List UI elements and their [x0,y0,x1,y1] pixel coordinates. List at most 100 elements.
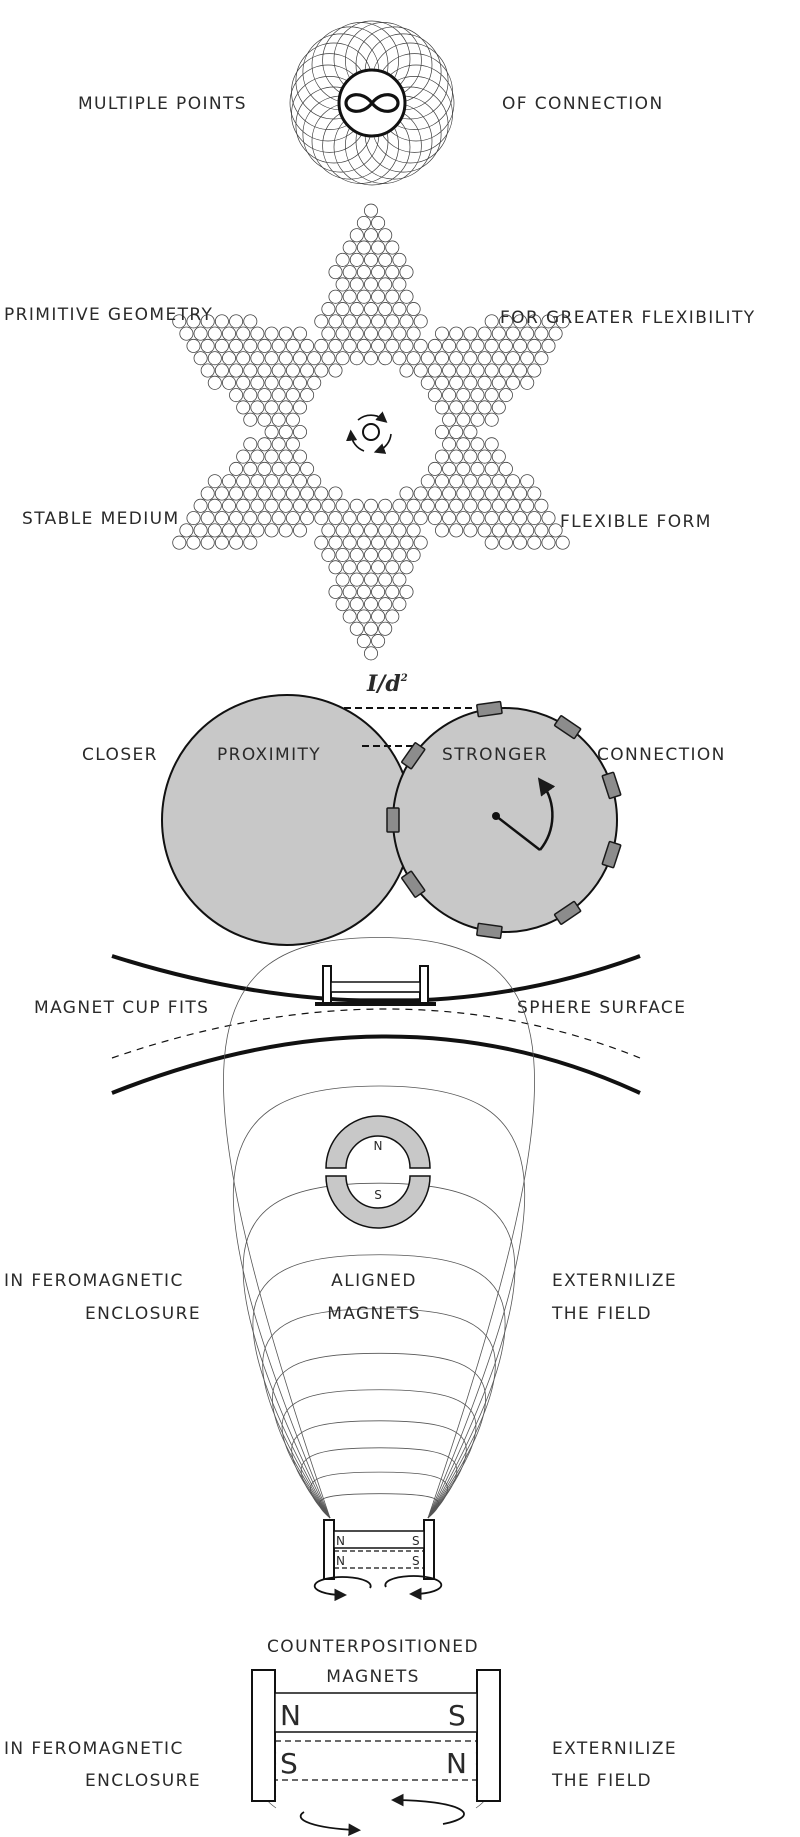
star-particle [442,412,457,427]
star-particle [300,388,315,403]
star-particle [314,363,329,378]
star-particle [229,388,244,403]
star-particle [285,511,300,526]
star-particle [243,388,258,403]
star-particle [527,511,542,526]
star-particle [399,584,414,599]
star-particle [534,351,549,366]
star-particle [300,486,315,501]
star-particle [385,560,400,575]
star-particle [321,498,336,513]
star-particle [363,351,378,366]
star-particle [406,498,421,513]
star-particle [385,338,400,353]
star-particle [292,474,307,489]
star-particle [271,363,286,378]
star-particle [307,351,322,366]
star-particle [477,523,492,538]
star-particle [335,252,350,267]
sphere-magnet [401,870,426,898]
star-particle [371,511,386,526]
star-particle [385,584,400,599]
enclosure-left-wall [323,1519,335,1580]
star-particle [371,634,386,649]
sphere-magnet [476,922,503,940]
star-particle [484,314,499,329]
star-particle [349,302,364,317]
star-particle [349,228,364,243]
star-particle [300,461,315,476]
star-particle [342,560,357,575]
star-particle [363,597,378,612]
infinity-icon [344,93,400,113]
label-multiple-points: MULTIPLE POINTS [78,94,247,114]
magnet-top-pole-n: N [336,1534,345,1548]
star-particle [278,400,293,415]
star-particle [363,302,378,317]
star-particle [321,302,336,317]
star-particle [214,314,229,329]
star-particle [378,498,393,513]
rotation-radius [495,815,541,851]
star-particle [207,375,222,390]
star-particle [449,375,464,390]
star-particle [193,351,208,366]
rotate-arrow-right-icon [384,1575,443,1601]
cup-left-wall [322,965,332,1005]
star-particle [349,572,364,587]
star-particle [477,351,492,366]
star-particle [420,498,435,513]
star-particle [449,424,464,439]
label-sphere-surface: SPHERE SURFACE [517,998,686,1018]
star-particle [491,449,506,464]
star-particle [200,314,215,329]
enclosure-right-wall [423,1519,435,1580]
star-particle [356,560,371,575]
star-particle [555,314,570,329]
star-particle [363,547,378,562]
star-particle [278,424,293,439]
counter-enclosure-left [251,1669,276,1802]
star-particle [484,437,499,452]
star-particle [300,338,315,353]
star-particle [399,314,414,329]
star-particle [392,302,407,317]
star-particle [292,375,307,390]
star-particle [250,351,265,366]
label-connection: CONNECTION [597,745,726,765]
star-particle [378,302,393,317]
label-flexible-form: FLEXIBLE FORM [560,512,712,532]
label-greater-flexibility: FOR GREATER FLEXIBILITY [500,308,756,328]
left-sphere [161,694,413,946]
star-particle [498,535,513,550]
star-particle [186,535,201,550]
star-particle [285,486,300,501]
star-particle [250,498,265,513]
star-particle [371,215,386,230]
star-particle [392,277,407,292]
star-particle [456,412,471,427]
star-particle [498,314,513,329]
star-particle [470,437,485,452]
star-particle [371,584,386,599]
star-particle [505,326,520,341]
star-particle [534,523,549,538]
field-line [252,1254,506,1519]
star-particle [505,375,520,390]
star-particle [257,338,272,353]
star-particle [456,363,471,378]
star-particle [356,634,371,649]
star-particle [541,535,556,550]
star-particle [420,474,435,489]
field-line [319,1493,439,1519]
star-particle [328,486,343,501]
star-particle [449,351,464,366]
star-particle [221,326,236,341]
star-particle [491,400,506,415]
field-line [310,1471,448,1519]
star-particle [356,289,371,304]
field-line [281,1389,477,1519]
label-proximity: PROXIMITY [217,745,321,765]
star-particle [335,498,350,513]
